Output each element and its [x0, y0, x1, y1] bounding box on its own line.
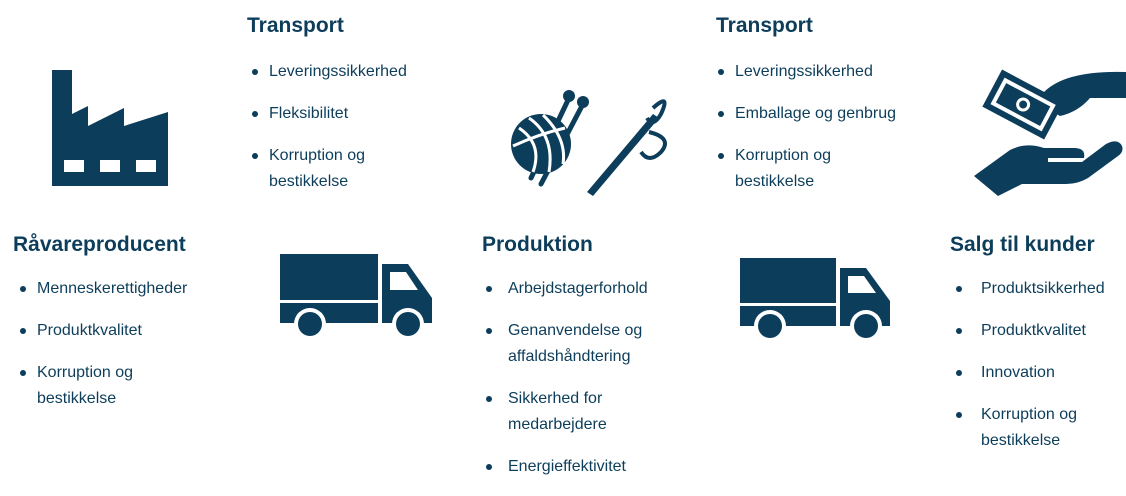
list-item: Leveringssikkerhed	[718, 59, 918, 85]
sales-heading: Salg til kunder	[950, 233, 1095, 256]
list-item: Emballage og genbrug	[718, 101, 918, 127]
list-item: Energieffektivitet	[486, 454, 706, 480]
list-item: Genanvendelse og affaldshåndtering	[486, 318, 706, 370]
list-item: Korruption og bestikkelse	[718, 143, 918, 195]
transport-heading-1: Transport	[247, 14, 344, 37]
list-item: Produktkvalitet	[20, 318, 220, 344]
list-item: Korruption og bestikkelse	[956, 402, 1126, 454]
yarn-and-needle-icon	[503, 88, 673, 198]
list-item: Arbejdstagerforhold	[486, 276, 706, 302]
transport-heading-2: Transport	[716, 14, 813, 37]
list-item: Innovation	[956, 360, 1126, 386]
production-heading: Produktion	[482, 233, 593, 256]
truck-icon	[280, 254, 436, 340]
list-item: Menneskerettigheder	[20, 276, 220, 302]
list-item: Produktsikkerhed	[956, 276, 1126, 302]
list-item: Korruption og bestikkelse	[252, 143, 452, 195]
sales-list: Produktsikkerhed Produktkvalitet Innovat…	[956, 276, 1126, 470]
factory-icon	[50, 68, 170, 186]
raw-producer-heading: Råvareproducent	[13, 233, 186, 256]
truck-icon	[740, 258, 894, 342]
list-item: Produktkvalitet	[956, 318, 1126, 344]
money-in-hand-icon	[970, 64, 1126, 196]
production-list: Arbejdstagerforhold Genanvendelse og aff…	[486, 276, 706, 496]
list-item: Sikkerhed for medarbejdere	[486, 386, 706, 438]
list-item: Fleksibilitet	[252, 101, 452, 127]
transport-list-2: Leveringssikkerhed Emballage og genbrug …	[718, 59, 918, 211]
list-item: Korruption og bestikkelse	[20, 360, 220, 412]
list-item: Leveringssikkerhed	[252, 59, 452, 85]
transport-list-1: Leveringssikkerhed Fleksibilitet Korrupt…	[252, 59, 452, 211]
raw-producer-list: Menneskerettigheder Produktkvalitet Korr…	[20, 276, 220, 428]
